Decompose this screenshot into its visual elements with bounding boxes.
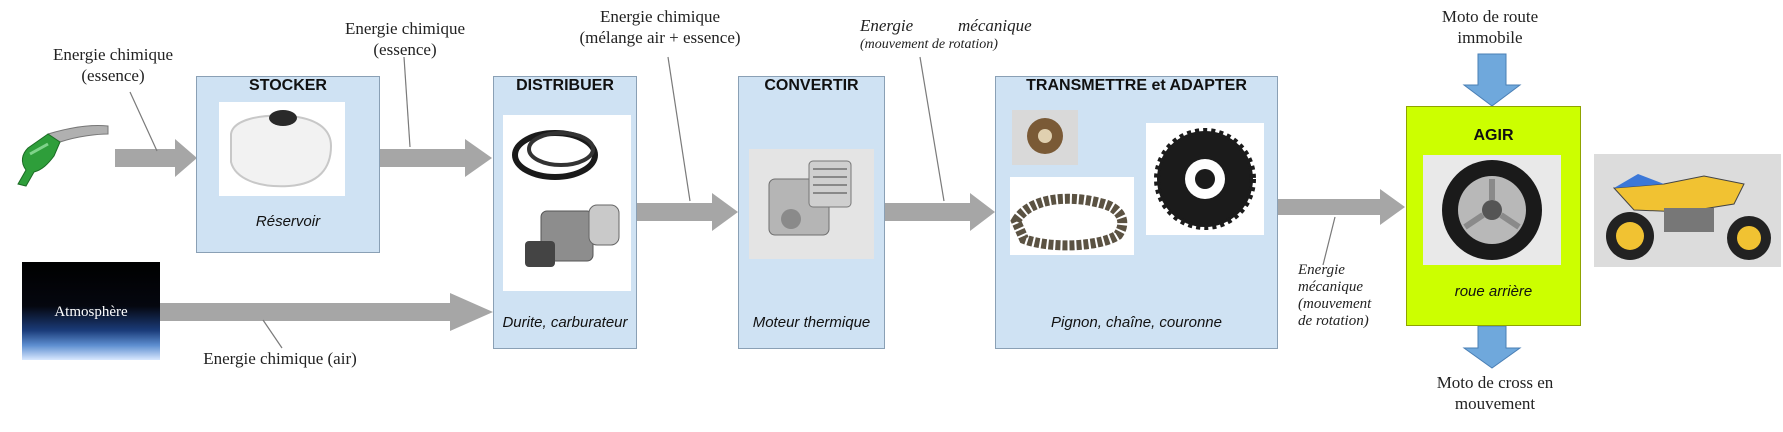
- box-distribuer: DISTRIBUER Durite, carburateur: [493, 76, 637, 349]
- label-after-distribuer-line2: (mélange air + essence): [579, 28, 741, 47]
- box-stocker-title: STOCKER: [249, 77, 327, 94]
- label-source-fuel-line2: (essence): [81, 66, 145, 85]
- arrow-convertir-to-transmettre: [885, 193, 995, 231]
- chain-image: [1010, 177, 1134, 255]
- label-after-stocker: Energie chimique (essence): [330, 18, 480, 60]
- fuel-tank-icon: [230, 110, 333, 188]
- box-agir-caption: roue arrière: [1454, 283, 1533, 300]
- label-after-convertir: Energie mécanique (mouvement de rotation…: [860, 16, 1050, 53]
- label-after-convertir-line2: (mouvement de rotation): [860, 37, 998, 52]
- arrow-fuel-to-stocker: [115, 139, 197, 177]
- label-source-fuel-line1: Energie chimique: [52, 45, 174, 64]
- sprocket-icon: [1154, 128, 1256, 230]
- box-transmettre: TRANSMETTRE et ADAPTER Pignon, chaîne, c…: [995, 76, 1278, 349]
- label-after-distribuer-line1: Energie chimique: [599, 7, 721, 26]
- label-input-matter: Moto de route immobile: [1420, 6, 1560, 48]
- pinion-image: [1012, 110, 1078, 165]
- label-output-matter-line2: mouvement: [1454, 394, 1536, 413]
- atmosphere-label: Atmosphère: [54, 304, 128, 320]
- sprocket-image: [1146, 123, 1264, 235]
- box-transmettre-title: TRANSMETTRE et ADAPTER: [1026, 77, 1247, 94]
- label-after-convertir-word1: Energie: [860, 16, 914, 35]
- atmosphere-image: Atmosphère: [22, 262, 160, 360]
- leader-convertir: [919, 56, 945, 202]
- arrow-matter-in: [1462, 53, 1522, 107]
- arrow-transmettre-to-agir: [1278, 189, 1405, 225]
- label-after-transmettre-line1: Energie: [1298, 262, 1345, 278]
- leader-stocker: [403, 56, 411, 148]
- arrow-matter-out: [1462, 325, 1522, 369]
- engine-image: [749, 149, 874, 259]
- box-stocker-caption: Réservoir: [255, 213, 321, 230]
- arrow-air-to-distribuer: [160, 293, 493, 331]
- engine-icon: [768, 160, 852, 236]
- label-output-matter: Moto de cross en mouvement: [1420, 372, 1570, 414]
- box-distribuer-title: DISTRIBUER: [516, 77, 614, 94]
- rear-wheel-image: [1423, 155, 1561, 265]
- label-air: Energie chimique (air): [203, 349, 357, 368]
- hose-carburetor-image: [503, 115, 631, 291]
- label-after-transmettre: Energie mécanique (mouvement de rotation…: [1298, 262, 1398, 330]
- box-convertir-caption: Moteur thermique: [752, 314, 871, 331]
- motorbike-icon: [1606, 174, 1771, 260]
- label-source-fuel: Energie chimique (essence): [38, 44, 188, 86]
- hose-carburetor-icon: [512, 130, 620, 267]
- label-after-distribuer: Energie chimique (mélange air + essence): [560, 6, 760, 48]
- box-convertir-title: CONVERTIR: [764, 77, 859, 94]
- arrow-stocker-to-distribuer: [380, 139, 492, 177]
- box-convertir: CONVERTIR Moteur thermique: [738, 76, 885, 349]
- label-after-transmettre-line4: de rotation): [1298, 313, 1369, 329]
- fuel-nozzle-icon: [17, 125, 109, 187]
- leader-air: [262, 319, 283, 349]
- label-after-transmettre-line2: mécanique: [1298, 279, 1363, 295]
- rear-wheel-icon: [1442, 160, 1542, 260]
- box-distribuer-caption: Durite, carburateur: [502, 314, 628, 331]
- box-agir: AGIR roue arrière: [1406, 106, 1581, 326]
- chain-icon: [1010, 193, 1128, 251]
- pinion-icon: [1027, 118, 1063, 154]
- box-stocker: STOCKER Réservoir: [196, 76, 380, 253]
- motorbike-image: [1594, 154, 1781, 267]
- fuel-tank-image: [219, 102, 345, 196]
- label-after-transmettre-line3: (mouvement: [1298, 296, 1372, 312]
- label-after-stocker-line1: Energie chimique: [344, 19, 466, 38]
- label-after-stocker-line2: (essence): [373, 40, 437, 59]
- leader-transmettre: [1322, 216, 1336, 266]
- label-input-matter-line2: immobile: [1457, 28, 1523, 47]
- leader-fuel: [129, 91, 158, 152]
- arrow-distribuer-to-convertir: [637, 193, 738, 231]
- leader-distribuer: [667, 56, 691, 202]
- box-transmettre-caption: Pignon, chaîne, couronne: [1051, 314, 1222, 331]
- label-after-convertir-word2: mécanique: [958, 16, 1032, 35]
- label-input-matter-line1: Moto de route: [1441, 7, 1539, 26]
- label-output-matter-line1: Moto de cross en: [1436, 373, 1554, 392]
- box-agir-title: AGIR: [1473, 127, 1514, 144]
